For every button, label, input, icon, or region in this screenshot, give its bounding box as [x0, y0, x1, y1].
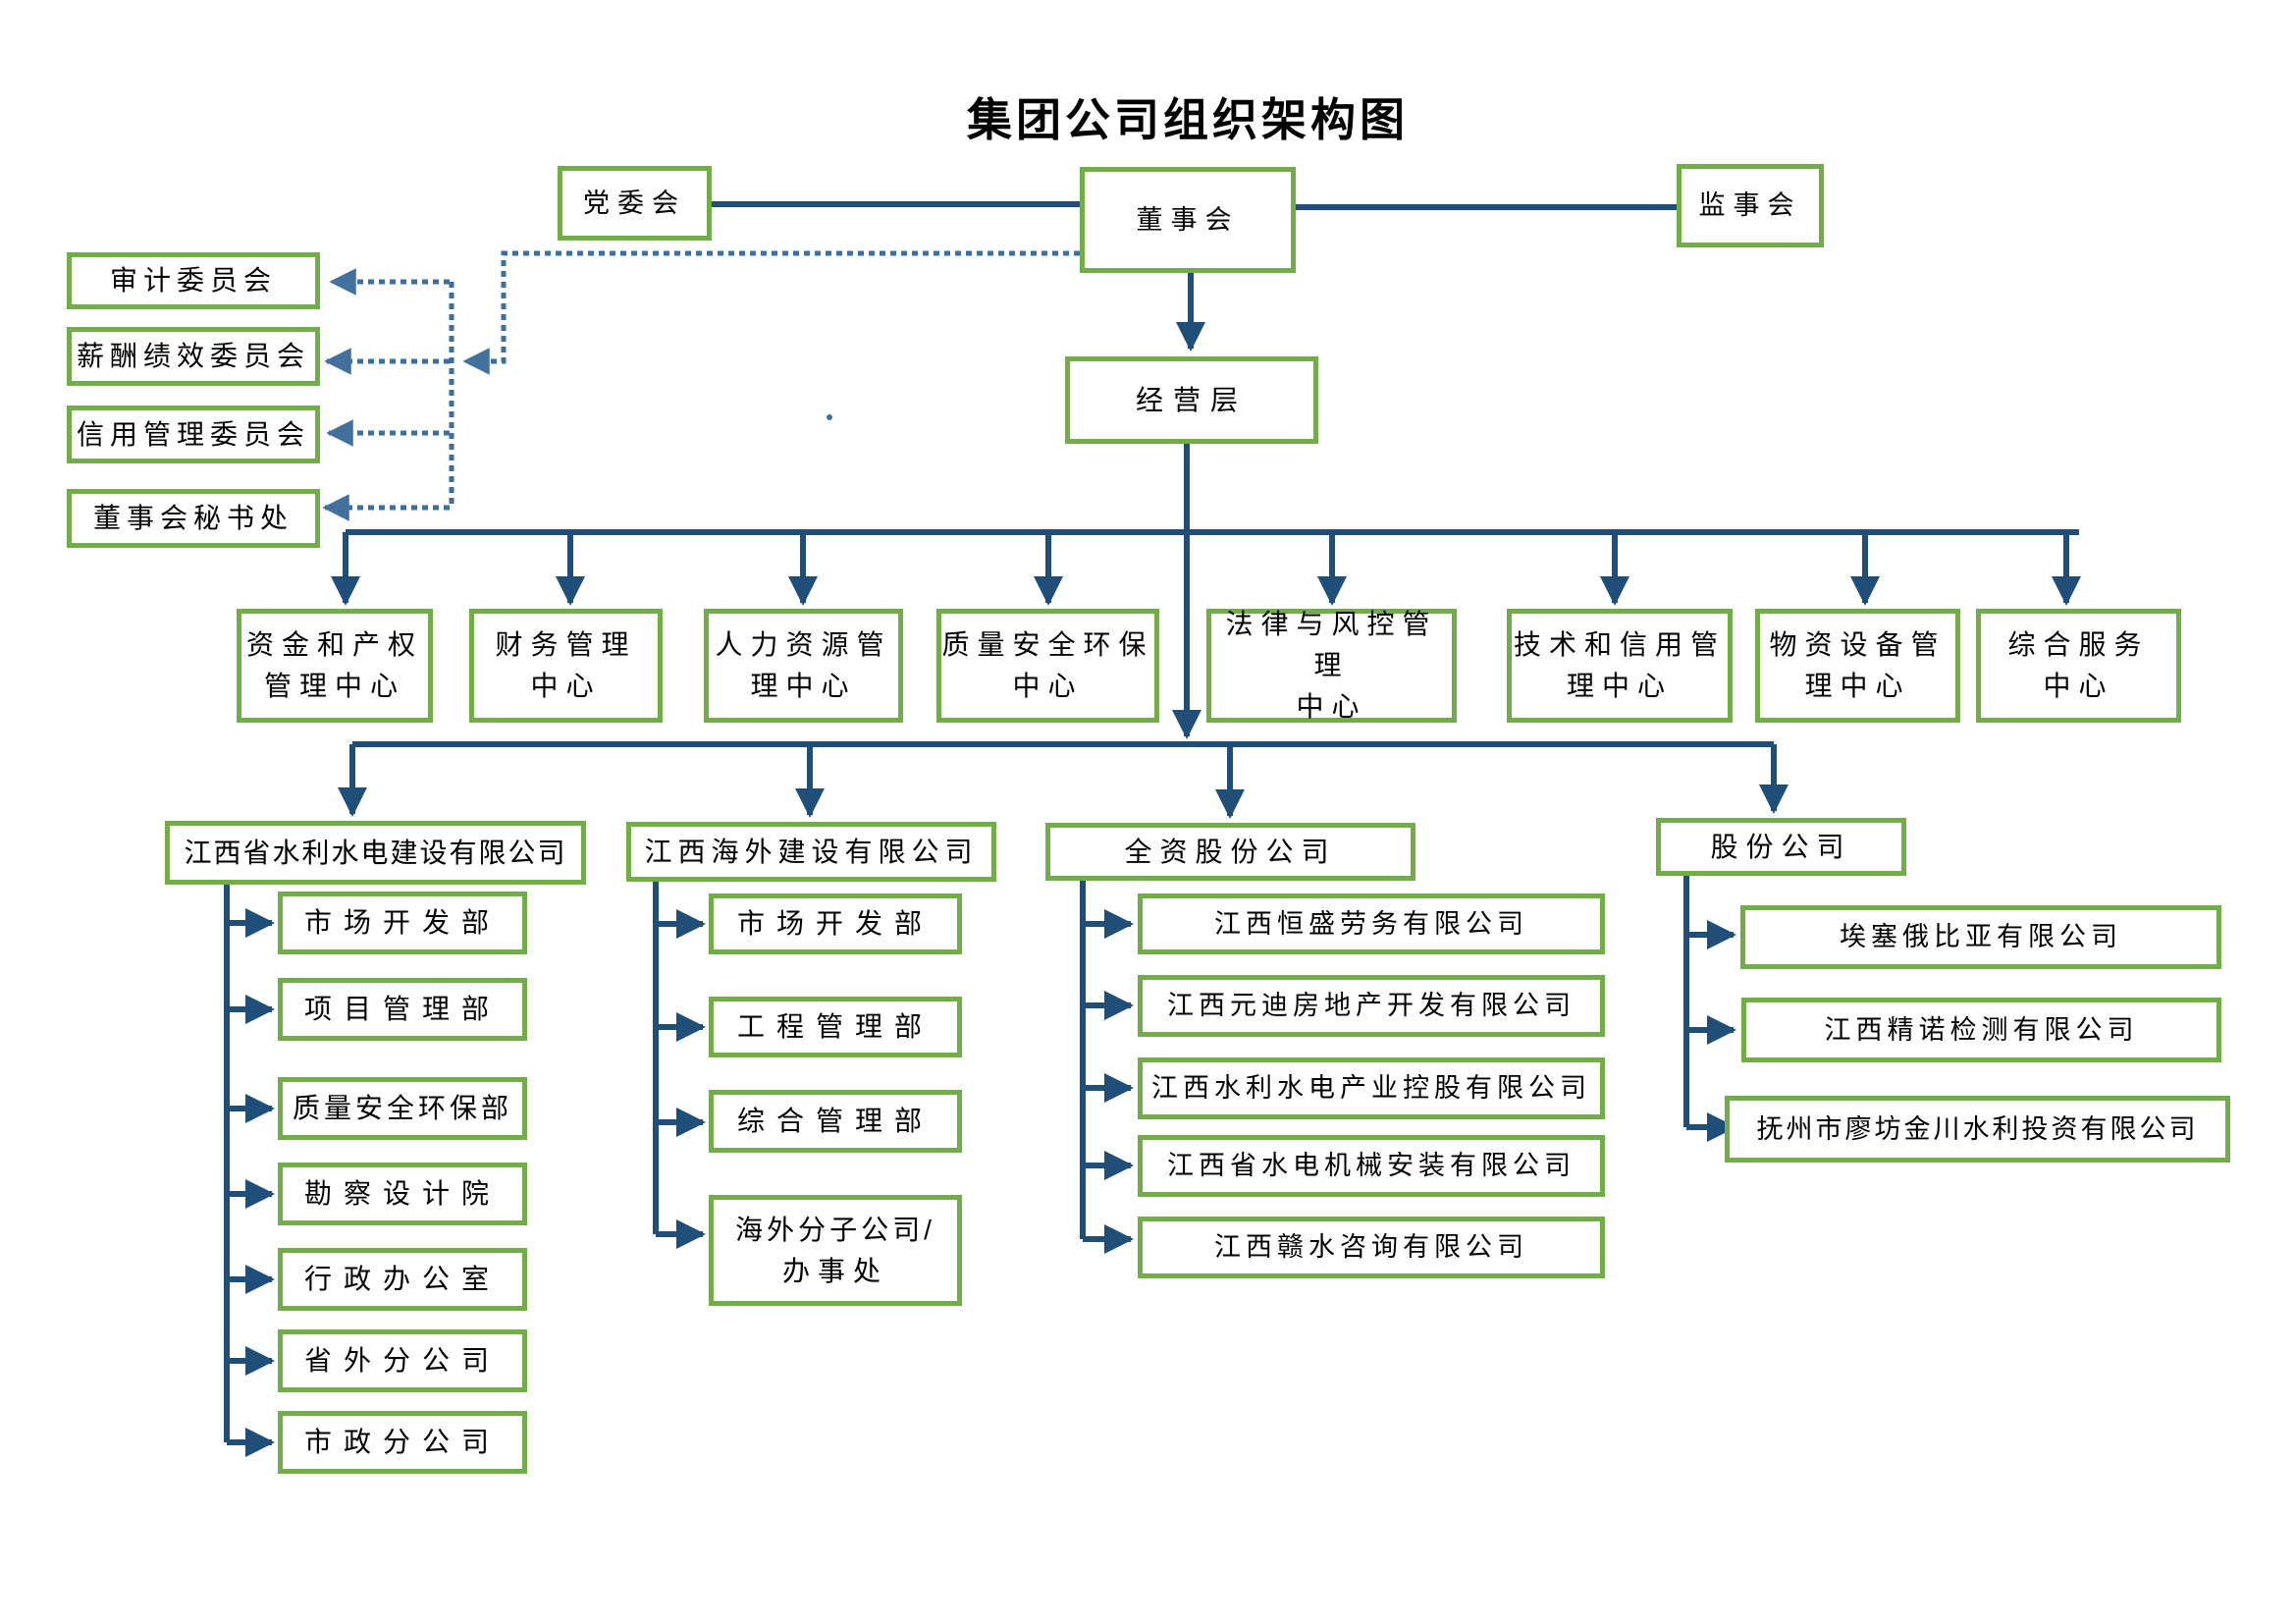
center-label-line1: 财务管理: [495, 629, 637, 660]
center-label-line2: 理中心: [1566, 671, 1673, 701]
box-supervisory-board: 监事会: [1677, 164, 1824, 247]
box-subsidiary-wholly-owned-companies: 全资股份公司: [1045, 823, 1415, 881]
center-label-line1: 资金和产权: [245, 629, 423, 660]
center-label-line2: 中心: [530, 671, 602, 701]
center-label-line1: 物资设备管: [1769, 629, 1947, 660]
box-audit-committee: 审计委员会: [67, 252, 320, 309]
page-title: 集团公司组织架构图: [967, 94, 1409, 145]
box-company-ethiopia: 埃塞俄比亚有限公司: [1740, 905, 2221, 969]
solid-connectors: [224, 201, 2081, 1457]
center-label-line2: 中心: [1012, 671, 1084, 701]
box-overseas-market-development: 市场开发部: [709, 893, 962, 954]
center-label-line1: 法律与风控管理: [1225, 609, 1438, 680]
stray-mark: [827, 414, 832, 420]
box-dept-survey-design-institute: 勘察设计院: [278, 1163, 527, 1225]
box-company-ganshui-consulting: 江西赣水咨询有限公司: [1138, 1217, 1605, 1278]
box-dept-market-development: 市场开发部: [278, 892, 527, 954]
box-center-legal-risk-control: 法律与风控管理 中心: [1206, 609, 1457, 723]
box-compensation-performance-committee: 薪酬绩效委员会: [67, 327, 320, 386]
box-center-general-services: 综合服务 中心: [1976, 609, 2181, 723]
box-center-technology-credit: 技术和信用管 理中心: [1507, 609, 1733, 723]
center-label-line2: 理中心: [750, 671, 857, 701]
box-dept-project-management: 项目管理部: [278, 978, 527, 1041]
dotted-connectors: [322, 250, 1080, 521]
box-subsidiary-share-holding-companies: 股份公司: [1656, 818, 1906, 876]
box-party-committee: 党委会: [558, 166, 712, 241]
box-company-hengsheng-labor: 江西恒盛劳务有限公司: [1138, 893, 1605, 954]
box-company-yuandi-real-estate: 江西元迪房地产开发有限公司: [1138, 975, 1605, 1037]
box-center-materials-equipment: 物资设备管 理中心: [1755, 609, 1960, 723]
box-dept-municipal-branch: 市政分公司: [278, 1411, 527, 1474]
box-company-water-conservancy-industry-holding: 江西水利水电产业控股有限公司: [1138, 1057, 1605, 1119]
box-company-fuzhou-liaofang-jinchuan-investment: 抚州市廖坊金川水利投资有限公司: [1725, 1096, 2230, 1163]
box-overseas-general-management: 综合管理部: [709, 1090, 962, 1153]
box-management-layer: 经营层: [1065, 356, 1318, 444]
box-subsidiary-jiangxi-water-conservancy-construction: 江西省水利水电建设有限公司: [165, 821, 586, 885]
center-label-line2: 中心: [1296, 691, 1367, 722]
box-company-jingnuo-testing: 江西精诺检测有限公司: [1741, 998, 2221, 1062]
box-dept-out-of-province-branch: 省外分公司: [278, 1329, 527, 1392]
center-label-line1: 人力资源管: [715, 629, 892, 660]
box-center-funds-property: 资金和产权 管理中心: [237, 609, 433, 723]
center-label-line1: 综合服务: [2007, 629, 2150, 660]
overseas-branch-label-line2: 办事处: [781, 1255, 888, 1286]
center-label-line2: 理中心: [1804, 671, 1911, 701]
center-label-line2: 管理中心: [263, 671, 405, 701]
box-board-secretariat: 董事会秘书处: [67, 489, 320, 548]
box-company-hydropower-machinery-installation: 江西省水电机械安装有限公司: [1138, 1135, 1605, 1197]
box-center-quality-safety-environment: 质量安全环保 中心: [936, 609, 1159, 723]
box-dept-quality-safety-environment: 质量安全环保部: [278, 1077, 527, 1140]
box-center-human-resources: 人力资源管 理中心: [704, 609, 903, 723]
box-credit-management-committee: 信用管理委员会: [67, 406, 320, 463]
box-board-of-directors: 董事会: [1080, 167, 1296, 273]
center-label-line1: 质量安全环保: [941, 629, 1154, 660]
center-label-line2: 中心: [2043, 671, 2114, 701]
box-center-finance: 财务管理 中心: [469, 609, 663, 723]
overseas-branch-label-line1: 海外分子公司/: [735, 1214, 935, 1245]
box-subsidiary-jiangxi-overseas-construction: 江西海外建设有限公司: [626, 822, 996, 882]
box-overseas-engineering-management: 工程管理部: [709, 997, 962, 1057]
center-label-line1: 技术和信用管: [1513, 629, 1726, 660]
box-dept-administrative-office: 行政办公室: [278, 1248, 527, 1311]
box-overseas-branch-offices: 海外分子公司/ 办事处: [709, 1195, 962, 1306]
